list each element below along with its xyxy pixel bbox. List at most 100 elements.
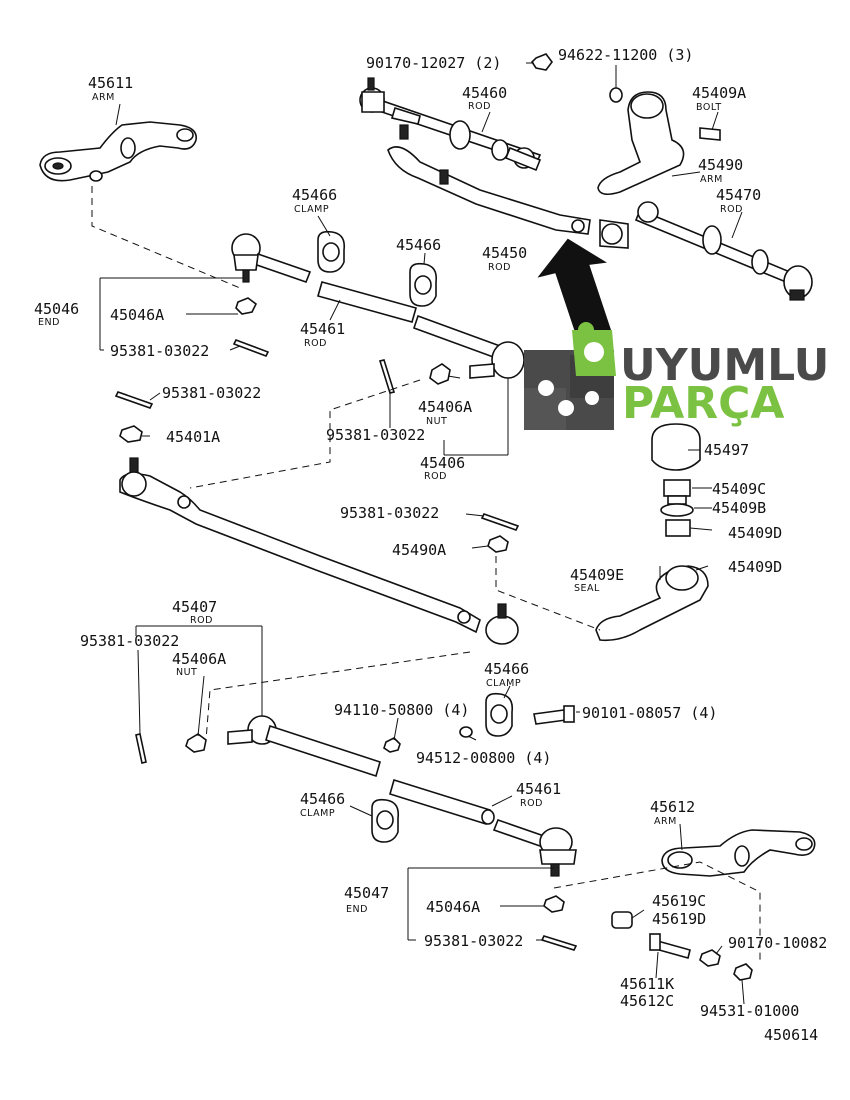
dashed-lines <box>91 186 761 960</box>
pin-95381-lower-left <box>135 733 147 764</box>
label-45406-sub: ROD <box>424 471 447 482</box>
label-45612C: 45612C <box>620 992 674 1010</box>
label-45490-sub: ARM <box>700 174 723 185</box>
pin-95381-mid <box>378 359 396 394</box>
pin-95381-left <box>114 391 154 409</box>
arm-45611 <box>39 121 197 182</box>
label-45470-sub: ROD <box>720 204 743 215</box>
label-45466-d: 45466 <box>300 790 345 808</box>
label-45047: 45047 <box>344 884 389 902</box>
label-95381-f: 95381-03022 <box>424 932 523 950</box>
label-45611: 45611 <box>88 74 133 92</box>
part-labels: 45611 ARM 90170-12027 (2) 94622-11200 (3… <box>34 46 827 1044</box>
label-45611K: 45611K <box>620 975 674 993</box>
logo-puzzle-icon <box>524 322 616 430</box>
nut-94110 <box>383 737 401 753</box>
label-45470: 45470 <box>716 186 761 204</box>
washer-45409B <box>660 503 694 517</box>
label-45046A-bottom: 45046A <box>426 898 480 916</box>
end-45047 <box>492 818 577 877</box>
label-45450-sub: ROD <box>488 262 511 273</box>
washer-94531 <box>733 963 753 981</box>
rod-45470 <box>634 201 813 301</box>
label-45406A-lower-sub: NUT <box>176 667 197 678</box>
bushing-45619C <box>611 911 633 929</box>
label-45406: 45406 <box>420 454 465 472</box>
rod-45450 <box>387 146 629 249</box>
label-45406A-lower: 45406A <box>172 650 226 668</box>
label-45406A-upper: 45406A <box>418 398 472 416</box>
label-95381-c: 95381-03022 <box>326 426 425 444</box>
label-90170-12027: 90170-12027 (2) <box>366 54 501 72</box>
label-45450: 45450 <box>482 244 527 262</box>
nut-90170-12027 <box>530 53 553 71</box>
end-45046 <box>231 233 312 284</box>
label-90101: 90101-08057 (4) <box>582 704 717 722</box>
label-45407: 45407 <box>172 598 217 616</box>
label-45409A-sub: BOLT <box>696 102 722 113</box>
label-45409B: 45409B <box>712 499 766 517</box>
label-45409C: 45409C <box>712 480 766 498</box>
label-45461-lower: 45461 <box>516 780 561 798</box>
clamp-45466-b <box>409 262 438 307</box>
label-45466-c-sub: CLAMP <box>486 678 521 689</box>
label-45046: 45046 <box>34 300 79 318</box>
label-45409E-sub: SEAL <box>574 583 600 594</box>
nut-45406A-lower <box>185 733 207 753</box>
pin-95381-top <box>232 338 270 358</box>
label-45497: 45497 <box>704 441 749 459</box>
label-45466-a-sub: CLAMP <box>294 204 329 215</box>
rod-45461-upper <box>317 281 525 379</box>
arm-45490 <box>597 91 721 196</box>
nut-45046A-bottom <box>543 895 565 913</box>
label-45612: 45612 <box>650 798 695 816</box>
bolt-90101 <box>533 705 575 725</box>
label-94622: 94622-11200 (3) <box>558 46 693 64</box>
arm-45490-lower <box>595 565 709 642</box>
label-45401A: 45401A <box>166 428 220 446</box>
cap-45497 <box>651 423 701 471</box>
label-45461-lower-sub: ROD <box>520 798 543 809</box>
washer-94512 <box>459 726 473 738</box>
label-45409D-1: 45409D <box>728 524 782 542</box>
label-45461-upper: 45461 <box>300 320 345 338</box>
pin-95381-middle-right <box>480 513 520 531</box>
clamp-45466-c <box>485 692 514 737</box>
label-45047-sub: END <box>346 904 368 915</box>
label-45409E: 45409E <box>570 566 624 584</box>
clamp-45466-a <box>317 230 346 273</box>
label-45611-sub: ARM <box>92 92 115 103</box>
label-45460-sub: ROD <box>468 101 491 112</box>
label-95381-b: 95381-03022 <box>162 384 261 402</box>
label-45466-c: 45466 <box>484 660 529 678</box>
pin-95381-bottom <box>540 935 578 951</box>
bushing-45409D <box>665 519 691 537</box>
logo-word-2: PARÇA <box>622 378 785 429</box>
label-45046A-top: 45046A <box>110 306 164 324</box>
arm-45612 <box>661 829 816 877</box>
nut-45401A <box>119 425 143 443</box>
nut-45406A-upper <box>429 363 451 385</box>
label-95381-d: 95381-03022 <box>340 504 439 522</box>
clamp-45466-d <box>371 798 400 843</box>
label-90170-10082: 90170-10082 <box>728 934 827 952</box>
label-45466-d-sub: CLAMP <box>300 808 335 819</box>
logo: UYUMLU PARÇA <box>524 322 829 430</box>
label-45466-b: 45466 <box>396 236 441 254</box>
label-45619C: 45619C <box>652 892 706 910</box>
rod-45407 <box>227 715 381 778</box>
washer-94622 <box>609 87 623 103</box>
label-45612-sub: ARM <box>654 816 677 827</box>
label-45490: 45490 <box>698 156 743 174</box>
leader-lines <box>99 62 745 1005</box>
label-94110: 94110-50800 (4) <box>334 701 469 719</box>
nut-45409C <box>663 479 691 505</box>
nut-45046A-top <box>235 297 258 315</box>
label-94512: 94512-00800 (4) <box>416 749 551 767</box>
rod-45460 <box>359 77 542 172</box>
label-45466-a: 45466 <box>292 186 337 204</box>
nut-90170-10082 <box>699 949 721 967</box>
label-45409A: 45409A <box>692 84 746 102</box>
label-45046-sub: END <box>38 317 60 328</box>
